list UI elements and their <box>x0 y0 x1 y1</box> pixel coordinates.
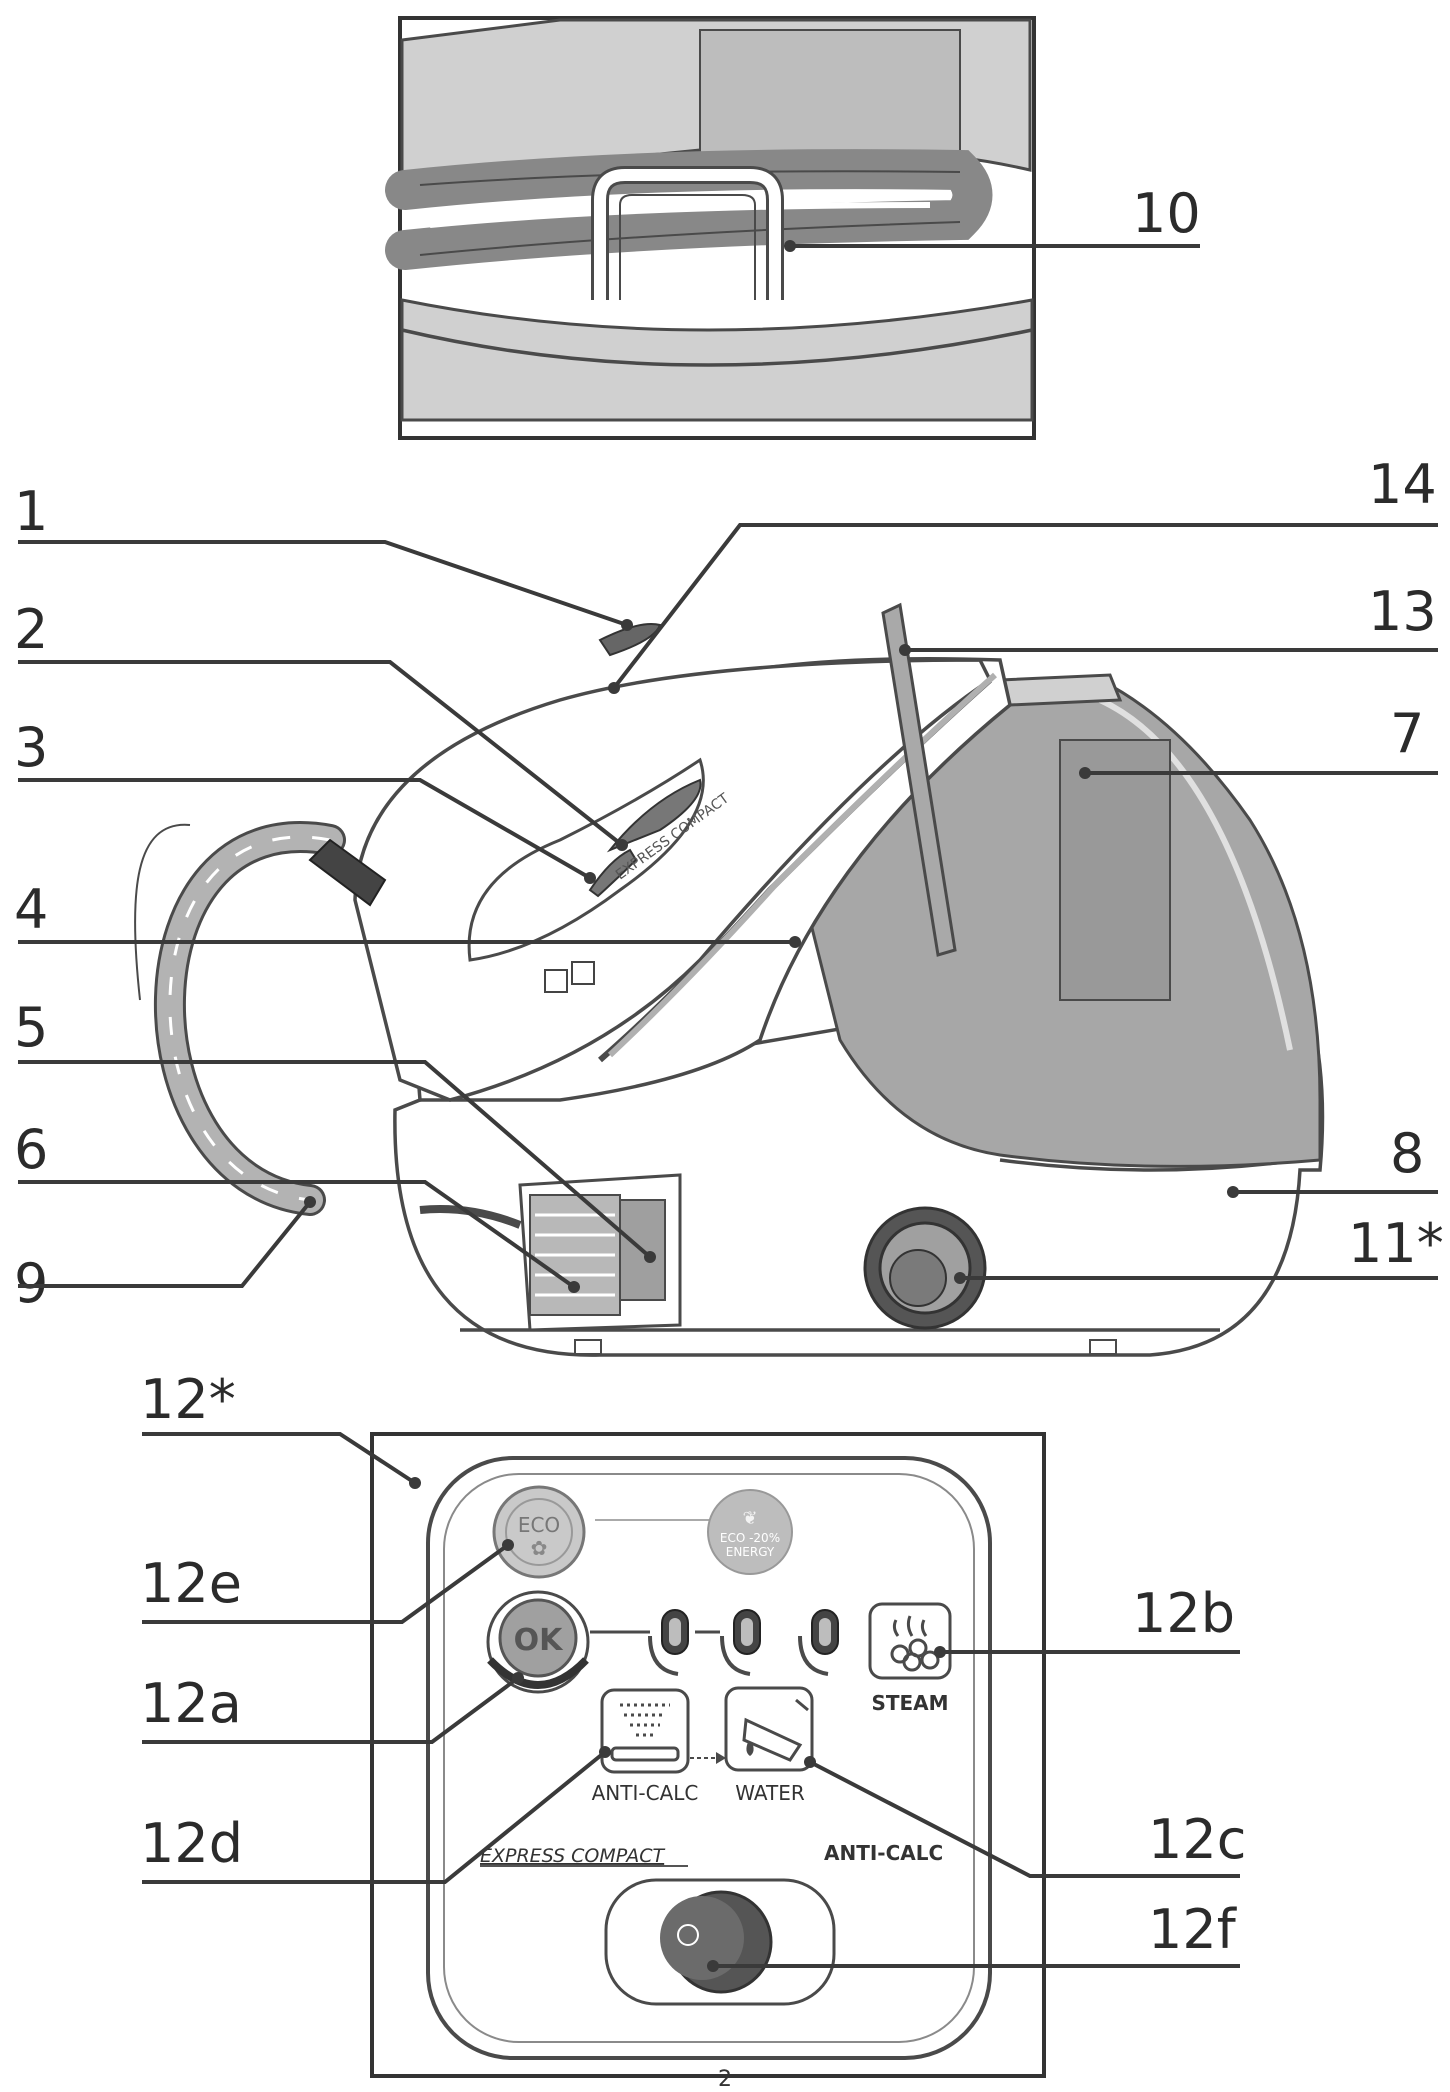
callout-12f: 12f <box>1148 1898 1238 1961</box>
callout-9: 9 <box>14 1252 48 1315</box>
control-knob <box>863 1206 987 1330</box>
hose-exit <box>308 838 387 907</box>
panel-model-text: EXPRESS COMPACT <box>480 1845 666 1867</box>
callout-10: 10 <box>1132 182 1201 245</box>
steam-lock-button <box>598 623 662 657</box>
callout-6: 6 <box>14 1118 48 1181</box>
foot-right <box>1089 1339 1117 1355</box>
callout-11: 11* <box>1348 1212 1444 1275</box>
eco-leaf-badge-icon: ❦ <box>742 1508 757 1529</box>
steam-label: STEAM <box>871 1691 948 1715</box>
page-number: 2 <box>718 2067 732 2092</box>
callout-5: 5 <box>14 996 48 1059</box>
led-indicator-1 <box>648 1609 689 1676</box>
water-label: WATER <box>735 1781 805 1805</box>
iron: EXPRESS COMPACT <box>308 623 997 1102</box>
handle-opening <box>467 757 705 962</box>
callout-12a: 12a <box>140 1672 242 1735</box>
callouts: 1 2 3 4 5 6 9 10 14 13 <box>14 182 1444 1972</box>
callout-8: 8 <box>1390 1122 1424 1185</box>
trigger-button <box>588 848 638 898</box>
anti-calc-icon <box>600 1688 690 1774</box>
steam-icon <box>868 1602 952 1680</box>
callout-7: 7 <box>1390 702 1424 765</box>
callout-12: 12* <box>140 1368 236 1431</box>
detail-inset-cord-storage <box>385 16 1036 440</box>
steam-hose <box>134 821 346 1216</box>
callout-2: 2 <box>14 598 48 661</box>
callout-12e: 12e <box>140 1552 242 1615</box>
ok-label: OK <box>514 1623 565 1658</box>
control-panel-detail: ECO ✿ ❦ ECO -20% ENERGY OK <box>370 1432 1046 2078</box>
callout-1: 1 <box>14 480 48 543</box>
callout-14: 14 <box>1368 453 1437 516</box>
callout-12b: 12b <box>1132 1582 1235 1645</box>
callout-12c: 12c <box>1148 1808 1246 1871</box>
eco-leaf-icon: ✿ <box>531 1536 548 1560</box>
steam-generator-illustration: EXPRESS COMPACT <box>134 602 1325 1357</box>
callout-4: 4 <box>14 878 48 941</box>
anti-calc-label: ANTI-CALC <box>592 1781 699 1805</box>
cord-storage-compartment <box>419 1173 682 1332</box>
foot-left <box>574 1339 602 1355</box>
iron-indicator-icon-1 <box>544 969 568 993</box>
steam-trigger <box>606 778 702 853</box>
carry-lock <box>881 602 957 957</box>
led-indicator-2 <box>720 1609 761 1676</box>
eco-energy-badge <box>707 1489 793 1575</box>
panel-anticalc-brand: ANTI-CALC <box>824 1841 943 1865</box>
led-indicator-3 <box>798 1609 839 1676</box>
eco-label: ECO <box>518 1513 560 1537</box>
eco-energy-line2: ENERGY <box>726 1545 775 1559</box>
iron-indicator-icon-2 <box>571 961 595 985</box>
callout-13: 13 <box>1368 580 1437 643</box>
callout-3: 3 <box>14 716 48 779</box>
inset-base <box>400 298 1034 422</box>
eco-button <box>492 1485 586 1579</box>
callout-12d: 12d <box>140 1812 243 1875</box>
eco-energy-line1: ECO -20% <box>720 1531 780 1545</box>
